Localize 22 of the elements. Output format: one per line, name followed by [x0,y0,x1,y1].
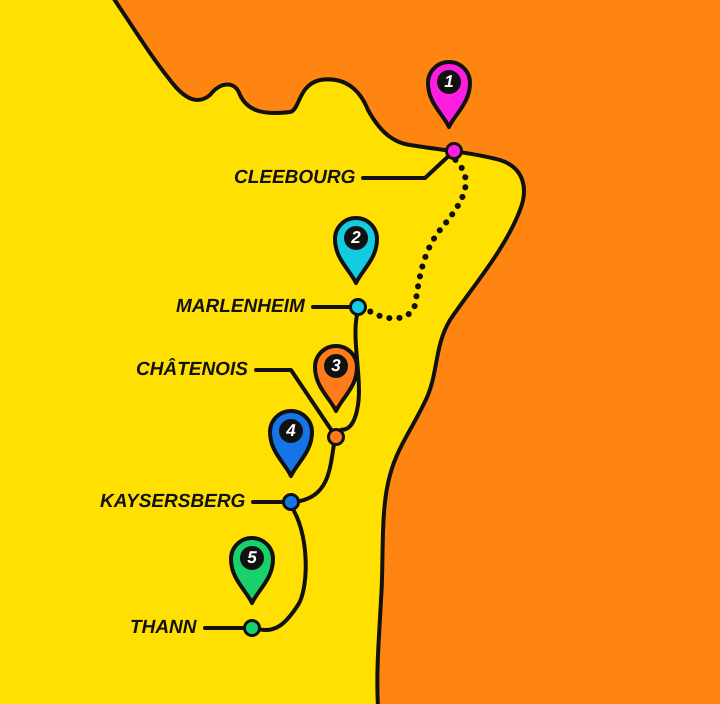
leader-line [251,500,284,504]
stop-dot [349,298,367,316]
leader-line [203,626,245,630]
map-pin: 5 [228,534,276,606]
leader-line [361,155,450,180]
route-line [339,314,361,432]
leader-line [254,368,333,432]
stop-dot [327,428,345,446]
route-line [258,508,308,632]
stop-dot [282,493,300,511]
map-pin: 3 [312,342,360,414]
stop-dot [243,619,261,637]
map-pin: 4 [267,407,315,479]
leader-line [311,305,351,309]
place-name: CLEEBOURG [234,166,356,190]
map-pin: 2 [332,214,380,286]
route-line [298,444,336,504]
place-name: THANN [130,616,196,640]
place-name: CHÂTENOIS [136,358,248,382]
place-name: MARLENHEIM [176,295,305,319]
map-pin: 1 [425,58,473,130]
place-name: KAYSERSBERG [100,490,246,514]
